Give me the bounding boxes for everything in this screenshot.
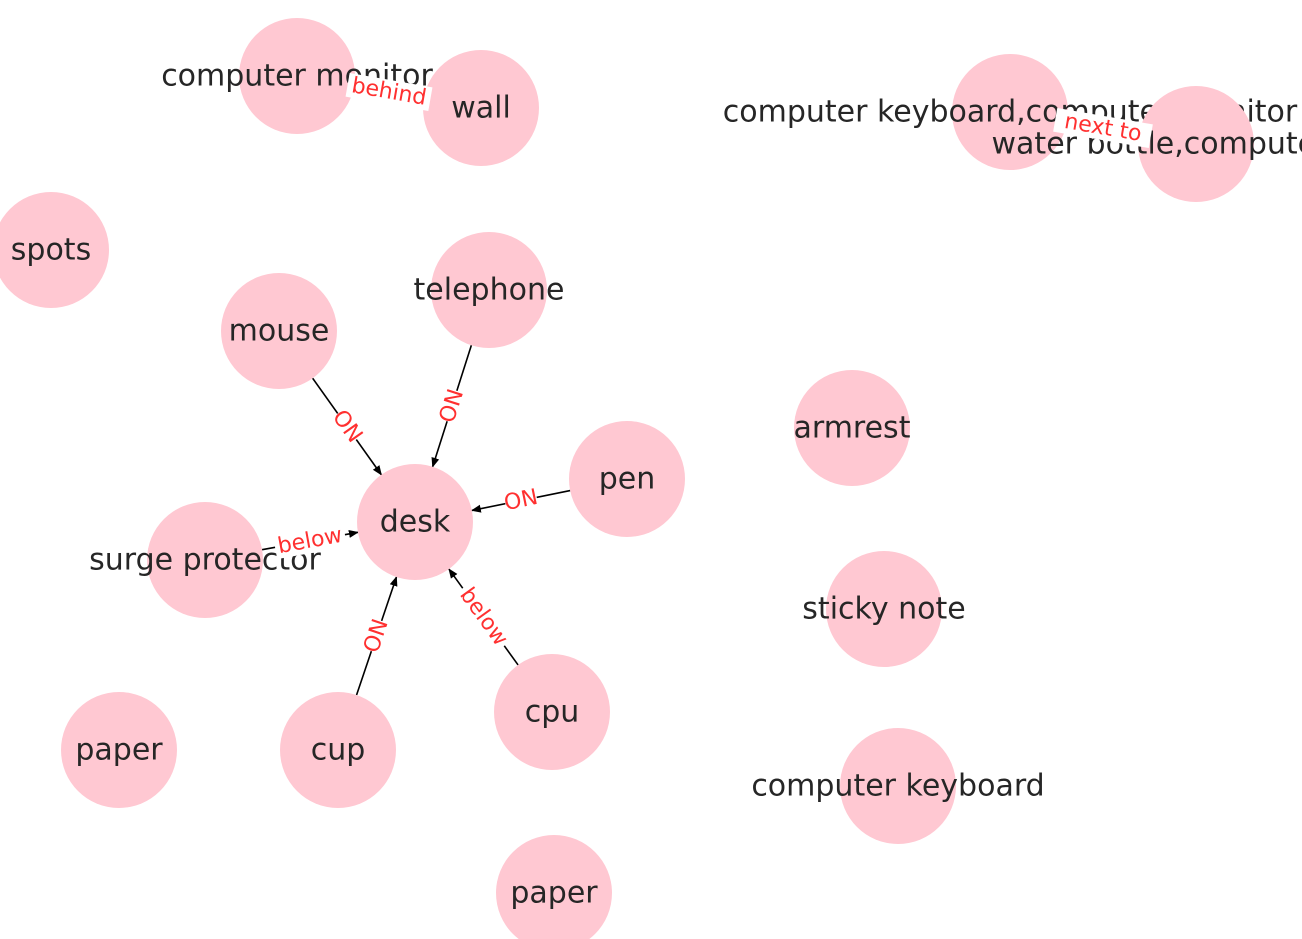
node-paper: paper — [496, 835, 612, 939]
node-label: cpu — [525, 695, 580, 730]
node-circle — [496, 835, 612, 939]
node-label: cup — [311, 733, 366, 768]
node-label: spots — [11, 233, 91, 268]
node-circle — [431, 232, 547, 348]
node-label: paper — [75, 733, 163, 768]
node-sticky-note: sticky note — [802, 551, 966, 667]
node-circle — [1138, 86, 1254, 202]
node-label: mouse — [229, 314, 330, 349]
node-computer-keyboard: computer keyboard — [751, 728, 1045, 844]
node-circle — [239, 18, 355, 134]
edge-label-background — [435, 387, 469, 425]
node-label: wall — [451, 91, 511, 126]
edge-label-background — [453, 581, 514, 653]
edge-label-group: ON — [327, 405, 367, 447]
node-circle — [0, 192, 109, 308]
edge-label-group: ON — [435, 386, 469, 426]
node-circle — [280, 692, 396, 808]
node-circle — [569, 421, 685, 537]
edge-label-group: ON — [502, 485, 540, 516]
edge-label-group: below — [272, 522, 348, 560]
node-label: paper — [510, 876, 598, 911]
node-spots: spots — [0, 192, 109, 308]
node-circle — [840, 728, 956, 844]
edge-label-on: ON — [359, 616, 393, 656]
node-circle — [494, 654, 610, 770]
node-pen: pen — [569, 421, 685, 537]
node-label: computer keyboard — [751, 769, 1044, 804]
node-wall: wall — [423, 50, 539, 166]
node-cpu: cpu — [494, 654, 610, 770]
node-armrest: armrest — [794, 370, 911, 486]
edge-label-background — [345, 72, 433, 112]
node-telephone: telephone — [414, 232, 565, 348]
node-circle — [147, 502, 263, 618]
node-circle — [357, 464, 473, 580]
edge-label-on: ON — [502, 485, 540, 516]
node-label: sticky note — [802, 592, 965, 627]
node-surge-protector: surge protector — [89, 502, 322, 618]
edges-layer — [261, 85, 1139, 696]
edge-label-background — [502, 485, 540, 516]
node-circle — [826, 551, 942, 667]
node-cup: cup — [280, 692, 396, 808]
edge-label-below: below — [454, 583, 512, 650]
node-circle — [423, 50, 539, 166]
node-label: desk — [380, 505, 451, 540]
node-paper: paper — [61, 692, 177, 808]
node-label: pen — [599, 462, 656, 497]
edge-label-below: below — [276, 523, 344, 559]
edge-label-background — [1053, 107, 1153, 149]
edge-label-group: ON — [359, 616, 393, 656]
edge-label-background — [327, 406, 367, 447]
edge-label-on: ON — [435, 386, 469, 426]
node-computer-monitor: computer monitor — [161, 18, 433, 134]
node-circle — [794, 370, 910, 486]
node-label: telephone — [414, 273, 565, 308]
node-circle — [61, 692, 177, 808]
node-circle — [221, 273, 337, 389]
node-desk: desk — [357, 464, 473, 580]
edge-label-group: below — [453, 581, 514, 653]
node-mouse: mouse — [221, 273, 337, 389]
node-label: armrest — [794, 411, 911, 446]
edge-label-background — [360, 617, 393, 655]
edge-label-background — [272, 522, 348, 560]
edge-label-on: ON — [327, 405, 367, 447]
node-circle — [952, 54, 1068, 170]
